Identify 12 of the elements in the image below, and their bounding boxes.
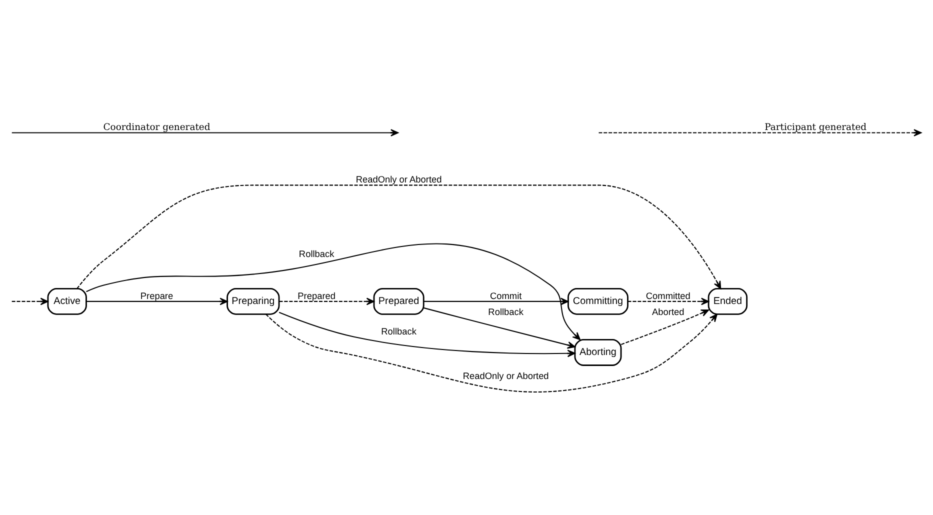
edge-label: Rollback xyxy=(488,307,524,318)
legend-label: Participant generated xyxy=(764,122,867,134)
edge-label: Prepare xyxy=(140,290,174,301)
edge-label: Aborted xyxy=(652,307,684,318)
edge-label: Rollback xyxy=(298,249,334,260)
edge-label: ReadOnly or Aborted xyxy=(356,174,442,185)
edge-label: Prepared xyxy=(298,290,336,301)
edge-label: Rollback xyxy=(381,326,416,336)
edge-label: Commit xyxy=(490,290,522,301)
legend-label: Coordinator generated xyxy=(103,122,210,134)
edge-label: Committed xyxy=(646,290,690,301)
edge-label: ReadOnly or Aborted xyxy=(462,370,549,381)
